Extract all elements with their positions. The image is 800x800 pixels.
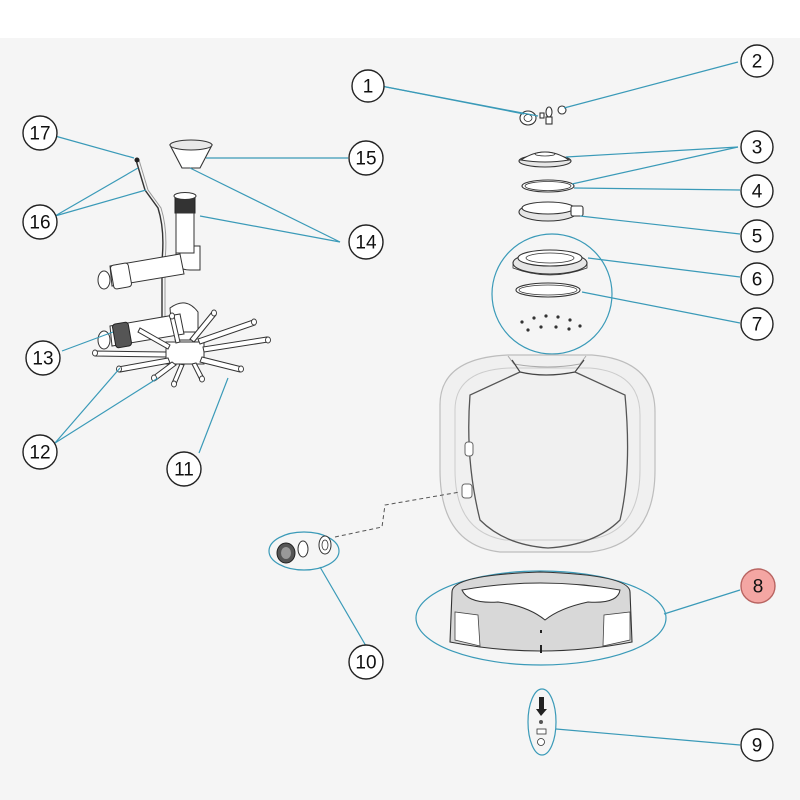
callout-14-label: 14 <box>355 233 377 254</box>
callout-10: 10 <box>348 644 384 680</box>
part-filter-lid <box>518 151 572 168</box>
callout-14: 14 <box>348 224 384 260</box>
callout-1-label: 1 <box>363 77 374 98</box>
callout-8-highlighted: 8 <box>740 568 776 604</box>
callout-13: 13 <box>25 340 61 376</box>
part-lateral-assembly <box>92 139 271 388</box>
callout-9-label: 9 <box>752 736 763 757</box>
callout-5: 5 <box>740 219 774 253</box>
callout-4-label: 4 <box>752 182 763 203</box>
callout-2-label: 2 <box>752 52 763 73</box>
callout-7: 7 <box>740 307 774 341</box>
callout-16: 16 <box>22 204 58 240</box>
callout-2: 2 <box>740 44 774 78</box>
callout-16-label: 16 <box>29 213 50 234</box>
callout-5-label: 5 <box>752 227 763 248</box>
callout-6-label: 6 <box>752 270 763 291</box>
callout-11-label: 11 <box>174 460 194 481</box>
callout-17: 17 <box>22 115 58 151</box>
part-side-fitting <box>268 491 461 571</box>
callout-3: 3 <box>740 130 774 164</box>
callout-6: 6 <box>740 262 774 296</box>
diagram-background <box>0 38 800 800</box>
callout-12: 12 <box>22 434 58 470</box>
part-clamp-ring <box>518 201 584 222</box>
callout-15: 15 <box>348 140 384 176</box>
part-tank-base <box>415 570 667 666</box>
callout-7-label: 7 <box>752 315 763 336</box>
callout-11: 11 <box>166 451 202 487</box>
leader-lines <box>54 61 741 746</box>
callout-4: 4 <box>740 174 774 208</box>
callout-15-label: 15 <box>355 149 376 170</box>
callout-9: 9 <box>740 728 774 762</box>
part-o-ring-lid <box>521 179 575 193</box>
callout-1: 1 <box>351 69 385 103</box>
part-filter-tank <box>439 354 656 553</box>
part-o-ring-inner <box>524 181 572 191</box>
part-drain-plug <box>527 688 557 756</box>
callout-17-label: 17 <box>29 124 50 145</box>
callout-3-label: 3 <box>752 138 763 159</box>
part-vent-fitting <box>519 105 567 126</box>
callout-8-label: 8 <box>753 577 764 598</box>
callout-13-label: 13 <box>32 349 53 370</box>
callout-12-label: 12 <box>29 443 50 464</box>
callout-10-label: 10 <box>355 653 376 674</box>
part-group-top-flange <box>491 233 613 355</box>
